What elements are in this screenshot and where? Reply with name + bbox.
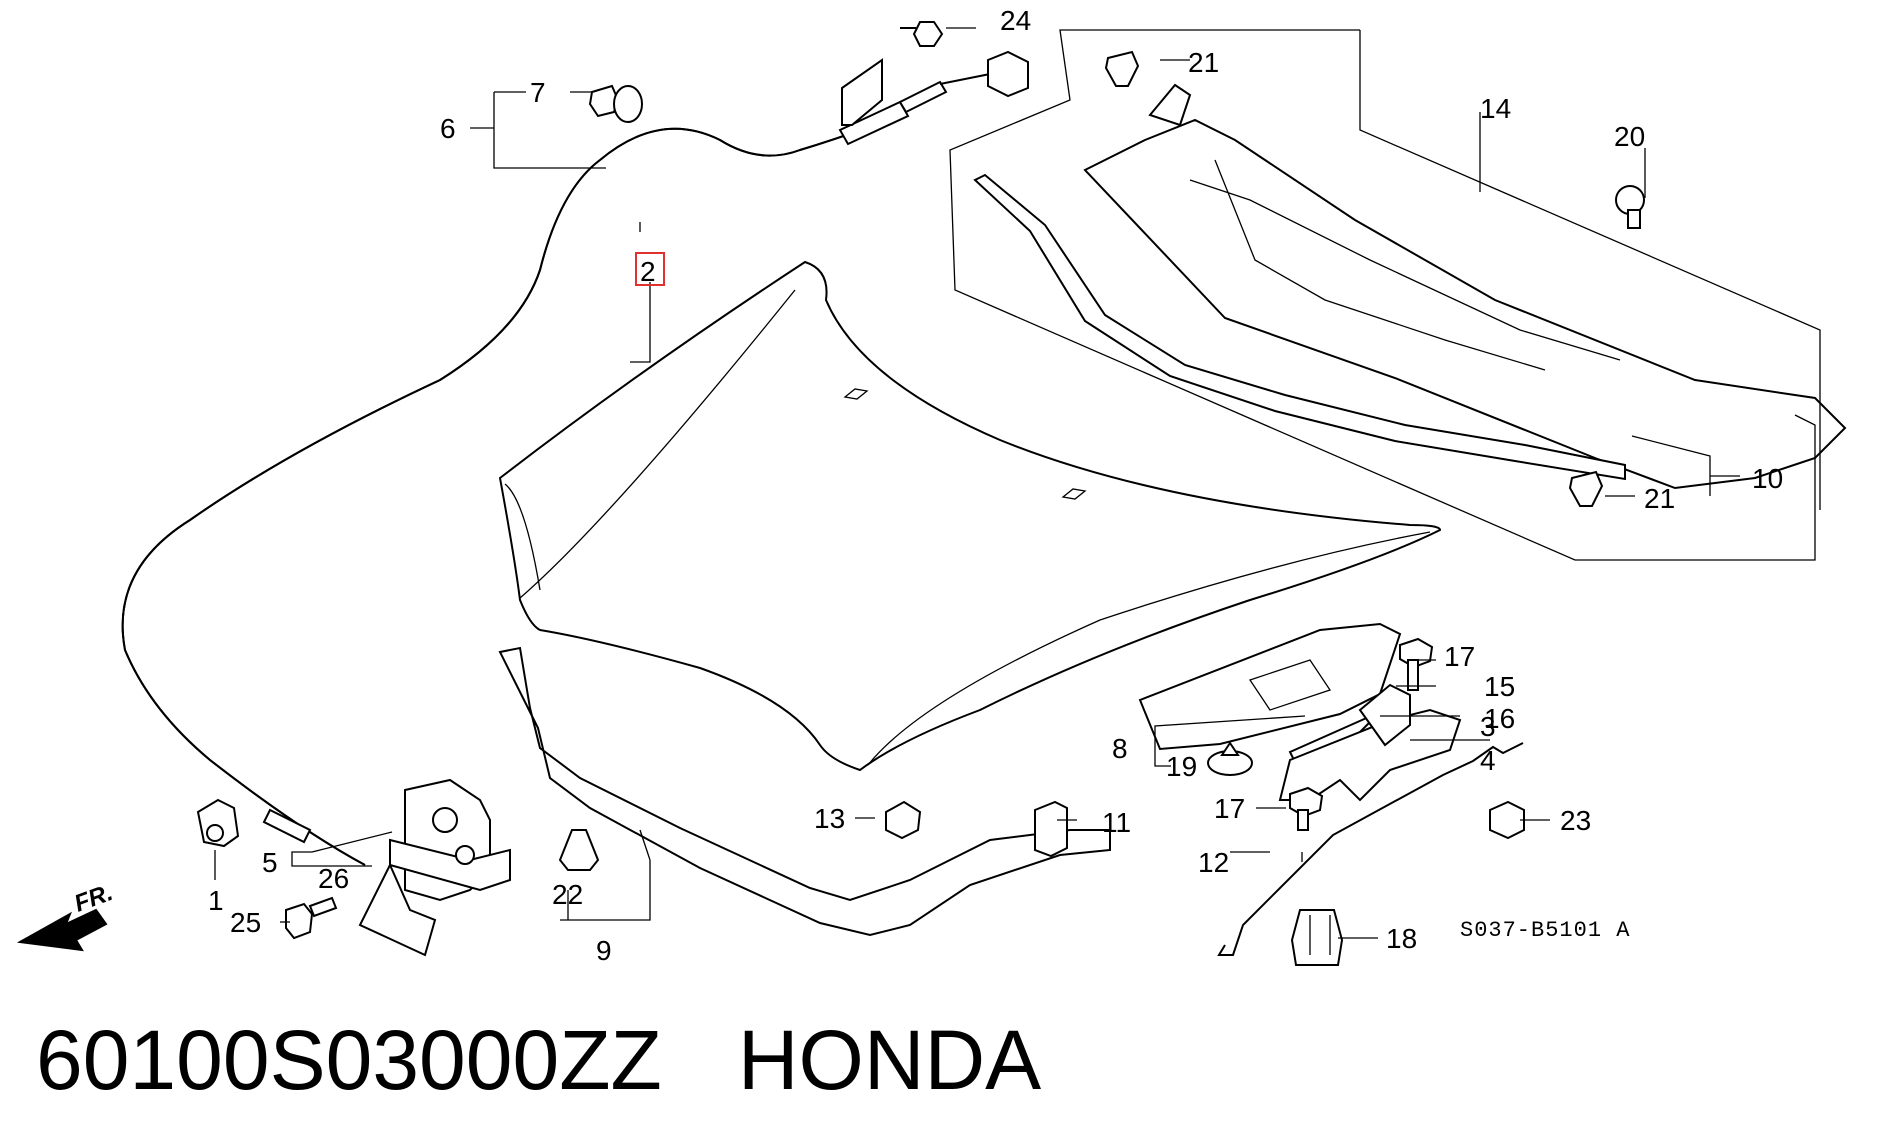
callout-23: 23	[1560, 805, 1591, 836]
hood-latch	[358, 778, 511, 957]
drawing-code: S037-B5101 A	[1460, 918, 1630, 943]
part-caption: 60100S03000ZZ HONDA	[36, 1010, 1041, 1110]
cowl-assembly-frame	[949, 29, 1821, 561]
callout-21-lower: 21	[1644, 483, 1675, 514]
callout-17-lower: 17	[1214, 793, 1245, 824]
nut-19	[1207, 741, 1253, 776]
callout-20: 20	[1614, 121, 1645, 152]
stay-clip	[196, 798, 240, 848]
cable-bracket	[841, 21, 1029, 126]
bolt-17-upper	[1399, 637, 1434, 691]
hood-seal-rubber	[973, 173, 1626, 481]
hood-panel	[498, 260, 1442, 772]
part-number: 60100S03000ZZ	[36, 1012, 662, 1107]
callout-8: 8	[1112, 733, 1128, 764]
hood-support-rod	[1217, 742, 1524, 956]
callout-5: 5	[262, 847, 278, 878]
clip-20	[1615, 185, 1645, 229]
callout-16: 16	[1484, 703, 1515, 734]
clip-22	[558, 829, 600, 871]
hood-stopper	[1034, 800, 1068, 858]
callout-4: 4	[1480, 745, 1496, 776]
bolt-17-lower	[1289, 786, 1324, 831]
bolt-25	[285, 896, 338, 940]
callout-2: 2	[640, 256, 656, 287]
callout-26: 26	[318, 863, 349, 894]
callout-10: 10	[1752, 463, 1783, 494]
callout-13: 13	[814, 803, 845, 834]
callout-17-upper: 17	[1444, 641, 1475, 672]
callout-21-upper: 21	[1188, 47, 1219, 78]
callout-18: 18	[1386, 923, 1417, 954]
clip-21-upper	[1104, 50, 1140, 87]
front-direction-arrow: FR.	[16, 879, 117, 952]
callout-19: 19	[1166, 751, 1197, 782]
hood-hinge	[1138, 622, 1462, 802]
front-hood-seal	[498, 646, 1111, 937]
cowl-top-panel	[1083, 83, 1847, 490]
callout-3: 3	[1480, 711, 1496, 742]
callout-24: 24	[1000, 5, 1031, 36]
callout-6: 6	[440, 113, 456, 144]
callout-14: 14	[1480, 93, 1511, 124]
nut-13	[885, 800, 922, 840]
clip-23	[1489, 800, 1525, 840]
callout-15: 15	[1484, 671, 1515, 702]
callout-1: 1	[208, 885, 224, 916]
clip-21-lower	[1568, 470, 1604, 507]
front-arrow-label: FR.	[71, 879, 117, 918]
callout-highlight-box	[635, 252, 665, 286]
callout-22: 22	[552, 879, 583, 910]
callout-9: 9	[596, 935, 612, 966]
callout-12: 12	[1198, 847, 1229, 878]
callout-7: 7	[530, 77, 546, 108]
grommet-7	[588, 84, 643, 123]
brand-name: HONDA	[737, 1012, 1042, 1107]
hood-release-cable	[121, 73, 991, 866]
callout-25: 25	[230, 907, 261, 938]
callout-11: 11	[1102, 807, 1131, 838]
leader-lines	[214, 27, 1740, 939]
callout-labels: 2 1 3 4 5 6 7 8 9 10 11 12 13 14 15 16 1…	[208, 5, 1783, 966]
rod-holder	[1290, 909, 1344, 966]
